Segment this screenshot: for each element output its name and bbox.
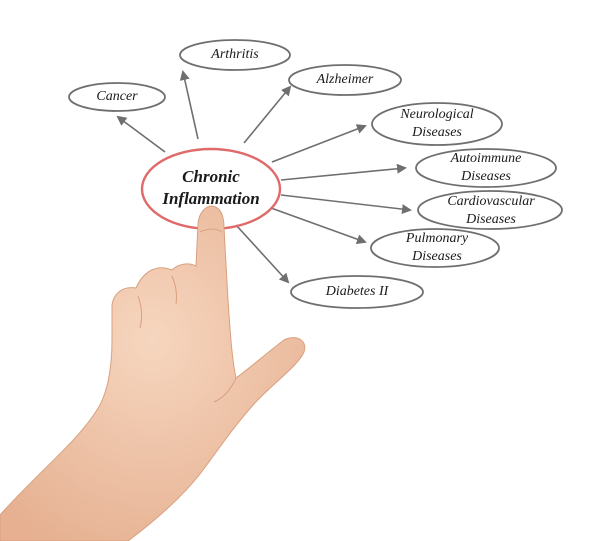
node-cardiovascular-ring bbox=[417, 190, 563, 230]
node-neurological-label: Neurological Diseases bbox=[382, 106, 492, 142]
node-pulmonary-ring bbox=[370, 228, 500, 268]
arrow-to-cardiovascular bbox=[280, 194, 412, 215]
arrow-to-diabetes bbox=[235, 224, 290, 284]
node-autoimmune-line2: Diseases bbox=[461, 169, 511, 184]
node-autoimmune-line1: Autoimmune bbox=[450, 151, 522, 166]
node-autoimmune-label: Autoimmune Diseases bbox=[431, 150, 541, 186]
arrow-to-pulmonary bbox=[270, 207, 367, 244]
node-cardiovascular-line2: Diseases bbox=[466, 212, 516, 227]
node-pulmonary-line1: Pulmonary bbox=[405, 231, 469, 246]
arrow-to-alzheimer bbox=[243, 85, 292, 144]
arrow-to-neurological bbox=[271, 124, 367, 163]
node-pulmonary-line2: Diseases bbox=[412, 249, 462, 264]
node-pulmonary-label: Pulmonary Diseases bbox=[387, 230, 487, 266]
node-alzheimer-label: Alzheimer bbox=[316, 72, 374, 87]
node-autoimmune-ring bbox=[415, 148, 557, 188]
node-diabetes-ring bbox=[290, 275, 424, 309]
node-arthritis-ring bbox=[179, 39, 291, 71]
center-label-line1: Chronic bbox=[182, 167, 240, 186]
arrow-to-arthritis bbox=[179, 70, 199, 140]
node-arthritis-label: Arthritis bbox=[211, 47, 259, 62]
node-cancer-label: Cancer bbox=[96, 89, 138, 104]
node-neurological-ring bbox=[371, 102, 503, 146]
center-label: Chronic Inflammation bbox=[151, 166, 271, 210]
center-label-line2: Inflammation bbox=[162, 189, 260, 208]
node-cardiovascular-line1: Cardiovascular bbox=[447, 194, 535, 209]
node-cancer-ring bbox=[68, 82, 166, 112]
arrow-to-cancer bbox=[116, 115, 166, 153]
node-cardiovascular-label: Cardiovascular Diseases bbox=[431, 193, 551, 229]
node-alzheimer-ring bbox=[288, 64, 402, 96]
pointing-hand-icon bbox=[0, 205, 306, 541]
arrow-to-autoimmune bbox=[280, 163, 407, 181]
node-neurological-line1: Neurological bbox=[400, 107, 474, 122]
node-diabetes-label: Diabetes II bbox=[325, 284, 389, 299]
node-neurological-line2: Diseases bbox=[412, 125, 462, 140]
